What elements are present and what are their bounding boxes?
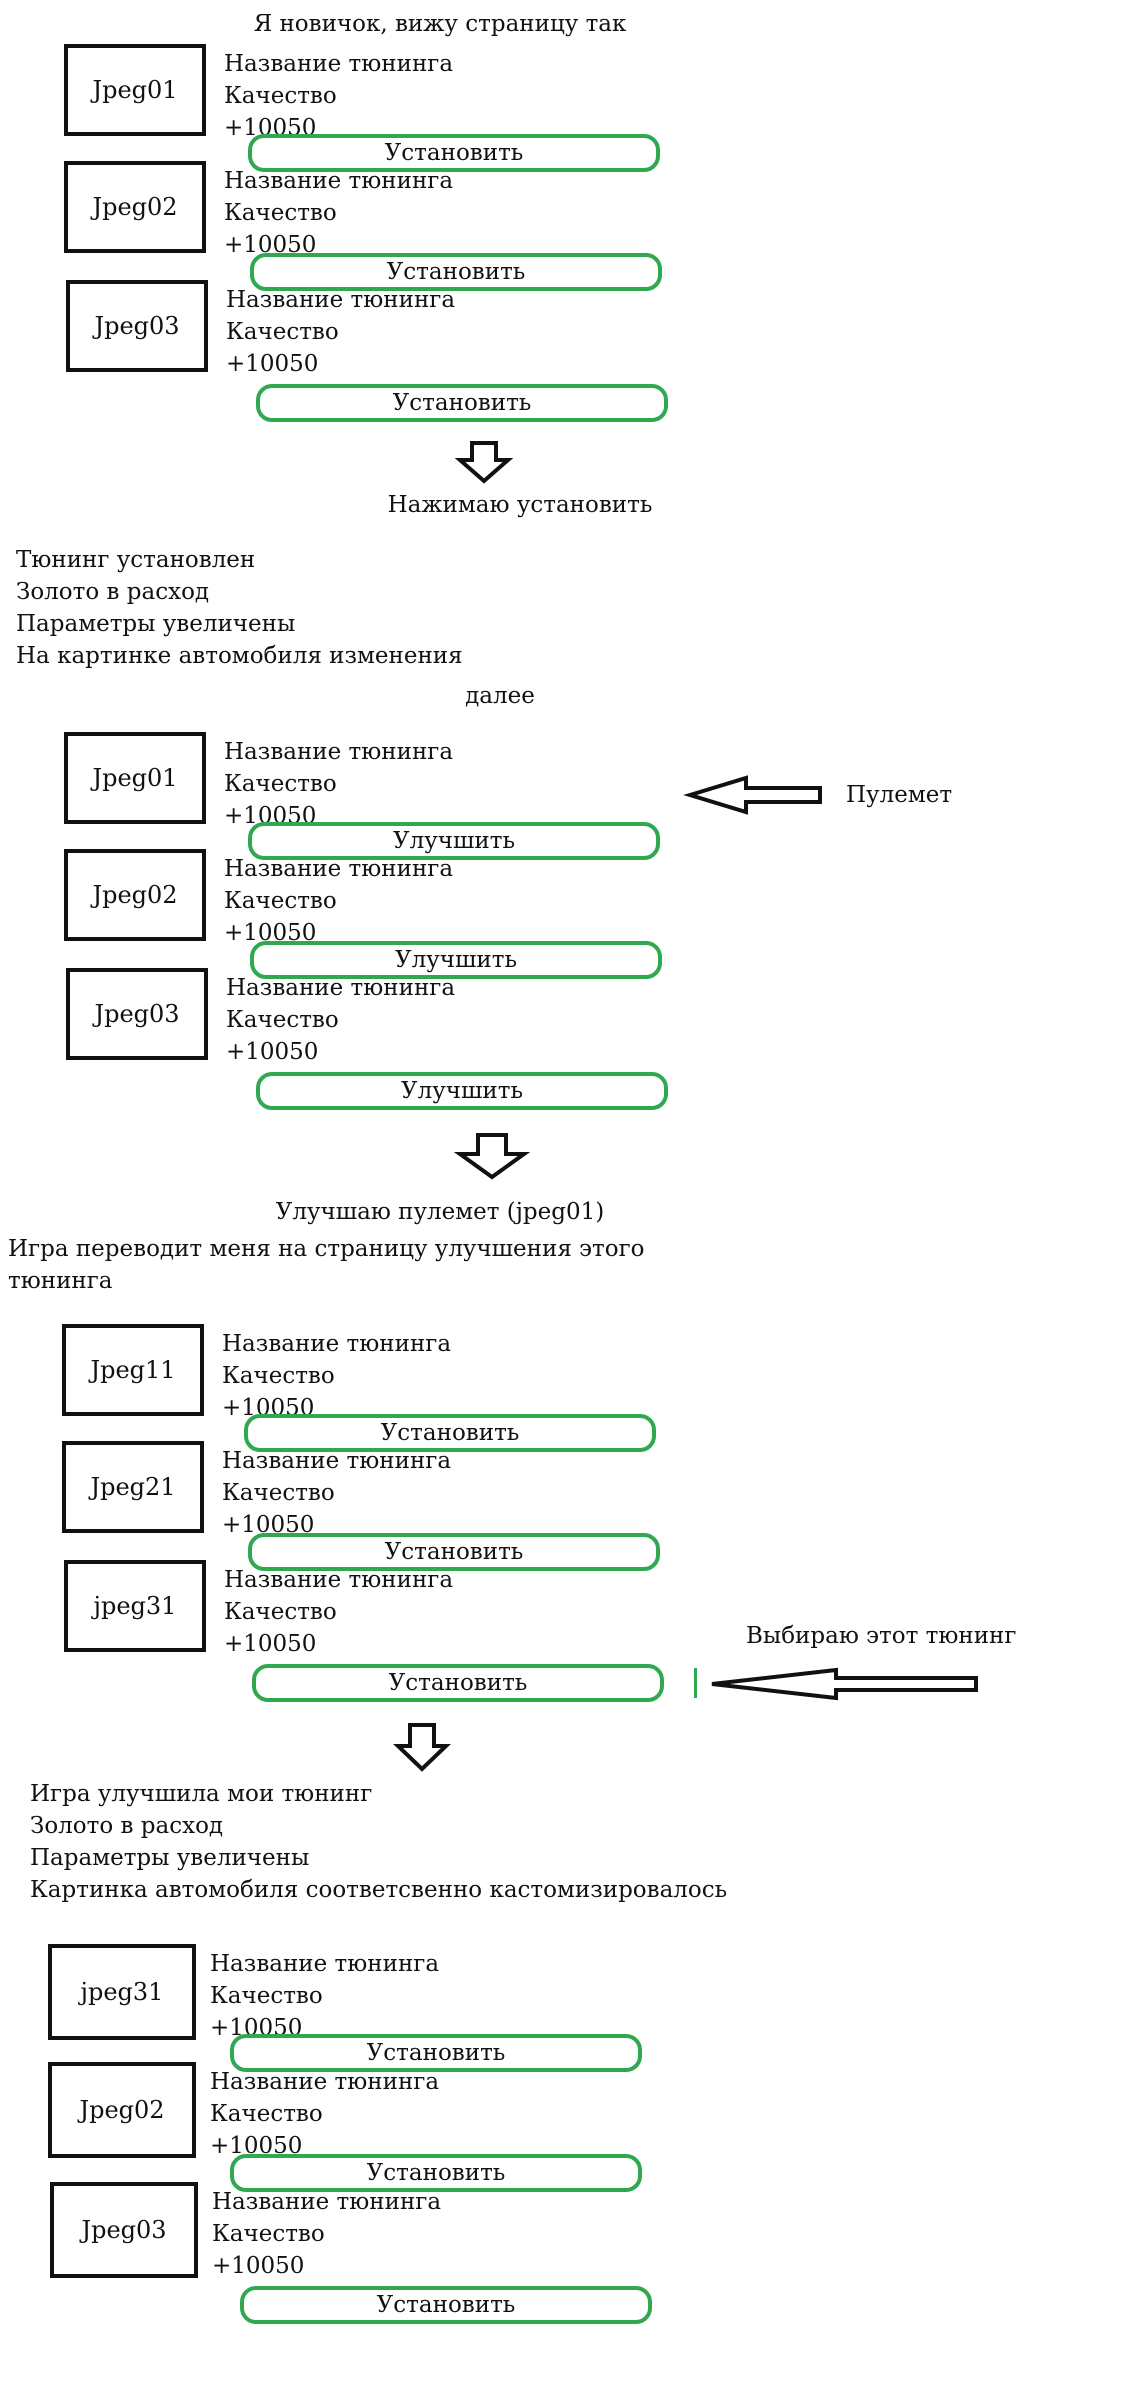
tuning-info: Название тюнинга Качество +10050 [210,1948,439,2044]
tuning-image: Jpeg02 [48,2062,196,2158]
upgrade-button[interactable]: Улучшить [248,822,660,860]
tuning-value: +10050 [224,1631,317,1657]
tuning-image: Jpeg02 [64,849,206,941]
go-to-page-line-2: тюнинга [8,1268,113,1294]
tuning-info: Название тюнинга Качество +10050 [222,1328,451,1424]
tuning-quality: Качество [224,1599,337,1625]
tuning-name: Название тюнинга [210,2069,440,2095]
upgrade-button[interactable]: Улучшить [250,941,662,979]
tuning-item-2-3: Jpeg03 Название тюнинга Качество +10050 … [66,968,668,1110]
tuning-quality: Качество [210,1983,323,2009]
tuning-quality: Качество [226,319,339,345]
tuning-image: Jpeg21 [62,1441,204,1533]
result-line-3: Параметры увеличены [16,611,296,637]
tuning-item-4-1: jpeg31 Название тюнинга Качество +10050 … [48,1944,648,2084]
tuning-info: Название тюнинга Качество +10050 [226,284,455,380]
tuning-quality: Качество [224,200,337,226]
go-to-page-line-1: Игра переводит меня на страницу улучшени… [8,1236,645,1262]
install-button[interactable]: Установить [256,384,668,422]
install-button[interactable]: Установить [252,1664,664,1702]
tuning-image: Jpeg01 [64,732,206,824]
tuning-image: Jpeg03 [66,280,208,372]
tuning-info: Название тюнинга Качество +10050 [212,2186,441,2282]
intro-caption: Я новичок, вижу страницу так [253,11,627,37]
tuning-quality: Качество [226,1007,339,1033]
tuning-item-3-3: jpeg31 Название тюнинга Качество +10050 … [64,1560,664,1702]
tuning-item-2-2: Jpeg02 Название тюнинга Качество +10050 … [64,849,664,989]
machinegun-label: Пулемет [846,782,953,808]
tuning-item-4-3: Jpeg03 Название тюнинга Качество +10050 … [50,2182,652,2324]
tuning-name: Название тюнинга [224,51,454,77]
tuning-name: Название тюнинга [222,1448,452,1474]
install-button[interactable]: Установить [248,134,660,172]
tuning-info: Название тюнинга Качество +10050 [224,165,453,261]
tuning-image: Jpeg03 [50,2182,198,2278]
tuning-image: jpeg31 [48,1944,196,2040]
tuning-item-1-3: Jpeg03 Название тюнинга Качество +10050 … [66,280,668,422]
tuning-item-3-1: Jpeg11 Название тюнинга Качество +10050 … [62,1324,662,1464]
choose-caption: Выбираю этот тюнинг [746,1623,1017,1649]
tuning-info: Название тюнинга Качество +10050 [226,972,455,1068]
left-arrow-icon [683,775,822,815]
tuning-info: Название тюнинга Качество +10050 [224,736,453,832]
tuning-value: +10050 [212,2253,305,2279]
tuning-name: Название тюнинга [224,1567,454,1593]
result2-line-2: Золото в расход [30,1813,224,1839]
tuning-quality: Качество [224,888,337,914]
install-button[interactable]: Установить [240,2286,652,2324]
tuning-quality: Качество [210,2101,323,2127]
tuning-name: Название тюнинга [224,739,454,765]
down-arrow-icon [393,1723,451,1772]
tuning-name: Название тюнинга [224,856,454,882]
tuning-name: Название тюнинга [222,1331,452,1357]
tuning-value: +10050 [226,1039,319,1065]
tuning-item-3-2: Jpeg21 Название тюнинга Качество +10050 … [62,1441,662,1581]
tuning-image: jpeg31 [64,1560,206,1652]
tuning-value: +10050 [226,351,319,377]
result2-line-1: Игра улучшила мои тюнинг [30,1781,373,1807]
tuning-item-1-2: Jpeg02 Название тюнинга Качество +10050 … [64,161,664,301]
left-arrow-icon [711,1667,978,1701]
upgrade-button[interactable]: Улучшить [256,1072,668,1110]
tuning-quality: Качество [222,1480,335,1506]
result-line-4: На картинке автомобиля изменения [16,643,463,669]
tuning-quality: Качество [222,1363,335,1389]
upgrade-caption: Улучшаю пулемет (jpeg01) [275,1199,605,1225]
install-button[interactable]: Установить [248,1533,660,1571]
result-line-2: Золото в расход [16,579,210,605]
selection-marker [694,1668,697,1698]
tuning-info: Название тюнинга Качество +10050 [224,853,453,949]
install-button[interactable]: Установить [230,2154,642,2192]
tuning-name: Название тюнинга [226,975,456,1001]
tuning-item-1-1: Jpeg01 Название тюнинга Качество +10050 … [64,44,664,184]
result2-line-3: Параметры увеличены [30,1845,310,1871]
tuning-info: Название тюнинга Качество +10050 [224,1564,453,1660]
result-line-1: Тюнинг установлен [16,547,256,573]
down-arrow-icon [453,1133,531,1180]
tuning-info: Название тюнинга Качество +10050 [224,48,453,144]
tuning-quality: Качество [224,83,337,109]
tuning-image: Jpeg01 [64,44,206,136]
tuning-name: Название тюнинга [226,287,456,313]
tuning-info: Название тюнинга Качество +10050 [210,2066,439,2162]
tuning-item-2-1: Jpeg01 Название тюнинга Качество +10050 … [64,732,664,872]
next-caption: далее [465,683,535,709]
result2-line-4: Картинка автомобиля соответсвенно кастом… [30,1877,728,1903]
tuning-name: Название тюнинга [210,1951,440,1977]
install-button[interactable]: Установить [250,253,662,291]
tuning-image: Jpeg11 [62,1324,204,1416]
tuning-name: Название тюнинга [224,168,454,194]
tuning-image: Jpeg02 [64,161,206,253]
tuning-name: Название тюнинга [212,2189,442,2215]
tuning-info: Название тюнинга Качество +10050 [222,1445,451,1541]
tuning-image: Jpeg03 [66,968,208,1060]
tuning-item-4-2: Jpeg02 Название тюнинга Качество +10050 … [48,2062,648,2202]
install-button[interactable]: Установить [244,1414,656,1452]
tuning-quality: Качество [212,2221,325,2247]
tuning-quality: Качество [224,771,337,797]
down-arrow-icon [454,441,514,484]
press-caption: Нажимаю установить [387,492,653,518]
install-button[interactable]: Установить [230,2034,642,2072]
